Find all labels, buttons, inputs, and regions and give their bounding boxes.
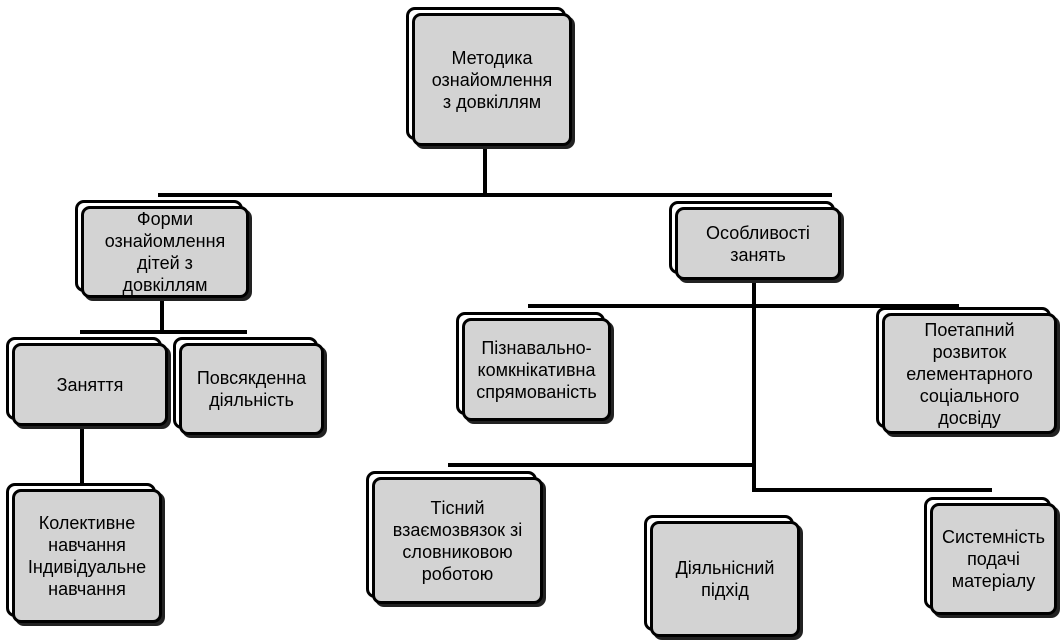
node-stages: Поетапний розвиток елементарного соціаль… [876, 307, 1057, 434]
node-root-label: Методика ознайомлення з довкіллям [412, 13, 572, 146]
node-everyday: Повсякденна діяльність [173, 337, 324, 435]
node-features-label: Особливості занять [675, 207, 841, 280]
node-collective-label: Колективне навчання Індивідуальне навчан… [12, 489, 162, 623]
node-lessons: Заняття [6, 337, 168, 426]
node-activity: Діяльнісний підхід [644, 515, 800, 637]
node-cognitive: Пізнавально- комкнікативна спрямованість [456, 312, 611, 421]
node-vocabulary-label: Тісний взаємозвязок зі словниковою робот… [372, 477, 543, 604]
node-vocabulary: Тісний взаємозвязок зі словниковою робот… [366, 471, 543, 604]
node-systematic-label: Системність подачі матеріалу [930, 503, 1057, 615]
node-systematic: Системність подачі матеріалу [924, 497, 1057, 615]
node-forms-label: Форми ознайомлення дітей з довкіллям [81, 206, 249, 298]
node-root: Методика ознайомлення з довкіллям [406, 7, 572, 146]
node-stages-label: Поетапний розвиток елементарного соціаль… [882, 313, 1057, 434]
node-lessons-label: Заняття [12, 343, 168, 426]
node-forms: Форми ознайомлення дітей з довкіллям [75, 200, 249, 298]
node-cognitive-label: Пізнавально- комкнікативна спрямованість [462, 318, 611, 421]
node-activity-label: Діяльнісний підхід [650, 521, 800, 637]
node-collective: Колективне навчання Індивідуальне навчан… [6, 483, 162, 623]
node-features: Особливості занять [669, 201, 841, 280]
node-everyday-label: Повсякденна діяльність [179, 343, 324, 435]
